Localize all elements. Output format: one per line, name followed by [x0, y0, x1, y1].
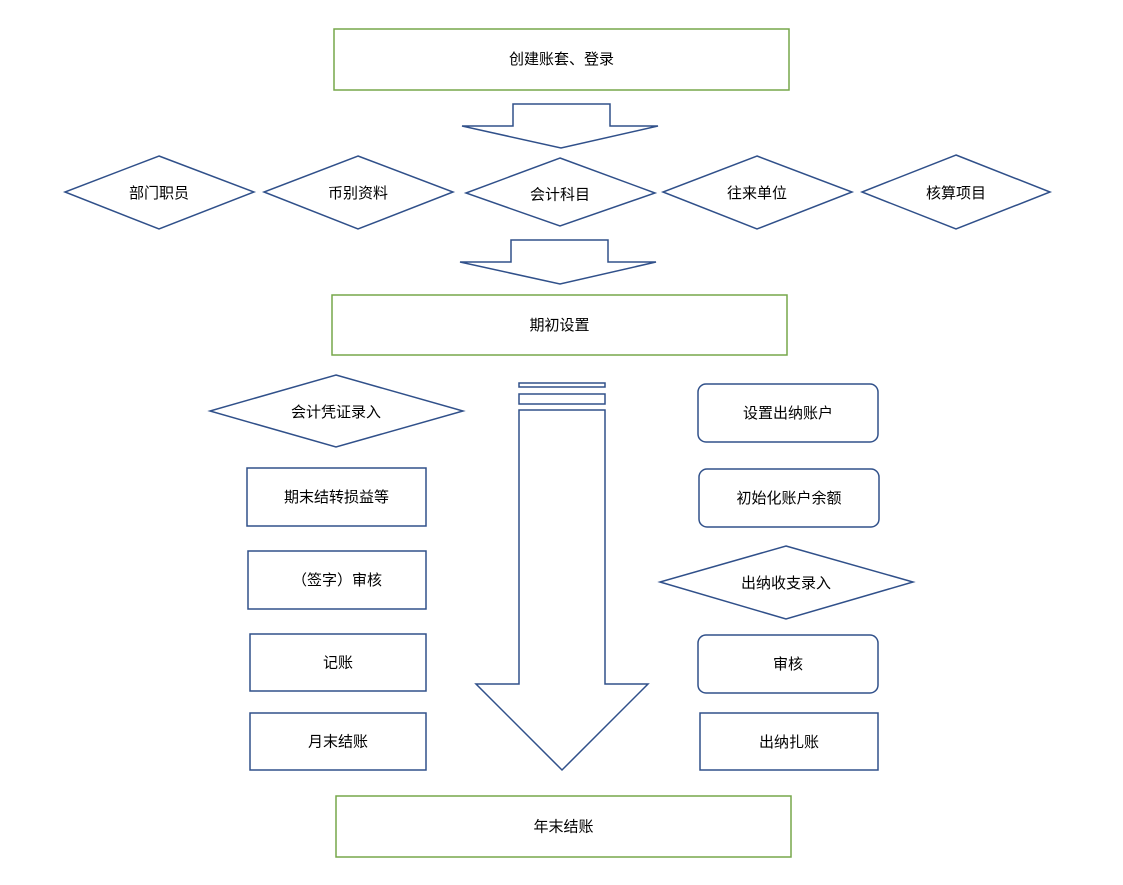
diamond-currency: 币别资料	[261, 155, 456, 230]
voucher-entry-label: 会计凭证录入	[291, 403, 381, 421]
create-account-label: 创建账套、登录	[509, 50, 614, 68]
init-account-balance-label: 初始化账户余额	[736, 489, 841, 507]
voucher-entry-node: 会计凭证录入	[207, 374, 466, 448]
accounting-items-label: 核算项目	[926, 184, 986, 202]
sign-review-label: （签字）审核	[292, 571, 382, 589]
diamond-accounts: 会计科目	[463, 157, 658, 227]
setup-cashier-account-label: 设置出纳账户	[743, 404, 833, 422]
create-account-node: 创建账套、登录	[333, 28, 790, 91]
flow-arrow-down-1	[461, 103, 659, 149]
setup-cashier-account-node: 设置出纳账户	[697, 383, 879, 443]
accounts-label: 会计科目	[530, 186, 590, 204]
diamond-dept-staff: 部门职员	[62, 155, 257, 230]
period-end-transfer-label: 期末结转损益等	[284, 488, 389, 506]
month-end-close-label: 月末结账	[308, 733, 368, 751]
diamond-accounting-items: 核算项目	[859, 154, 1053, 230]
currency-label: 币别资料	[328, 184, 388, 202]
sign-review-node: （签字）审核	[247, 550, 427, 610]
cashier-entry-node: 出纳收支录入	[657, 545, 916, 620]
bookkeeping-label: 记账	[323, 654, 353, 672]
initial-setup-label: 期初设置	[529, 316, 589, 334]
init-account-balance-node: 初始化账户余额	[698, 468, 880, 528]
basic-info-row: 部门职员 币别资料 会计科目 往来单位 核算项目	[62, 154, 1053, 230]
year-end-close-node: 年末结账	[335, 795, 792, 858]
cashier-entry-label: 出纳收支录入	[741, 574, 831, 592]
cashier-review-label: 审核	[773, 655, 803, 673]
bookkeeping-node: 记账	[249, 633, 427, 692]
year-end-close-label: 年末结账	[533, 818, 593, 836]
main-flow-arrow	[474, 382, 650, 772]
cashier-review-node: 审核	[697, 634, 879, 694]
cashier-settle-node: 出纳扎账	[699, 712, 879, 771]
dept-staff-label: 部门职员	[129, 184, 189, 202]
partners-label: 往来单位	[727, 184, 787, 202]
month-end-close-node: 月末结账	[249, 712, 427, 771]
cashier-settle-label: 出纳扎账	[759, 733, 819, 751]
period-end-transfer-node: 期末结转损益等	[246, 467, 427, 527]
flow-arrow-down-2	[459, 239, 657, 285]
diamond-partners: 往来单位	[660, 155, 855, 230]
initial-setup-node: 期初设置	[331, 294, 788, 356]
